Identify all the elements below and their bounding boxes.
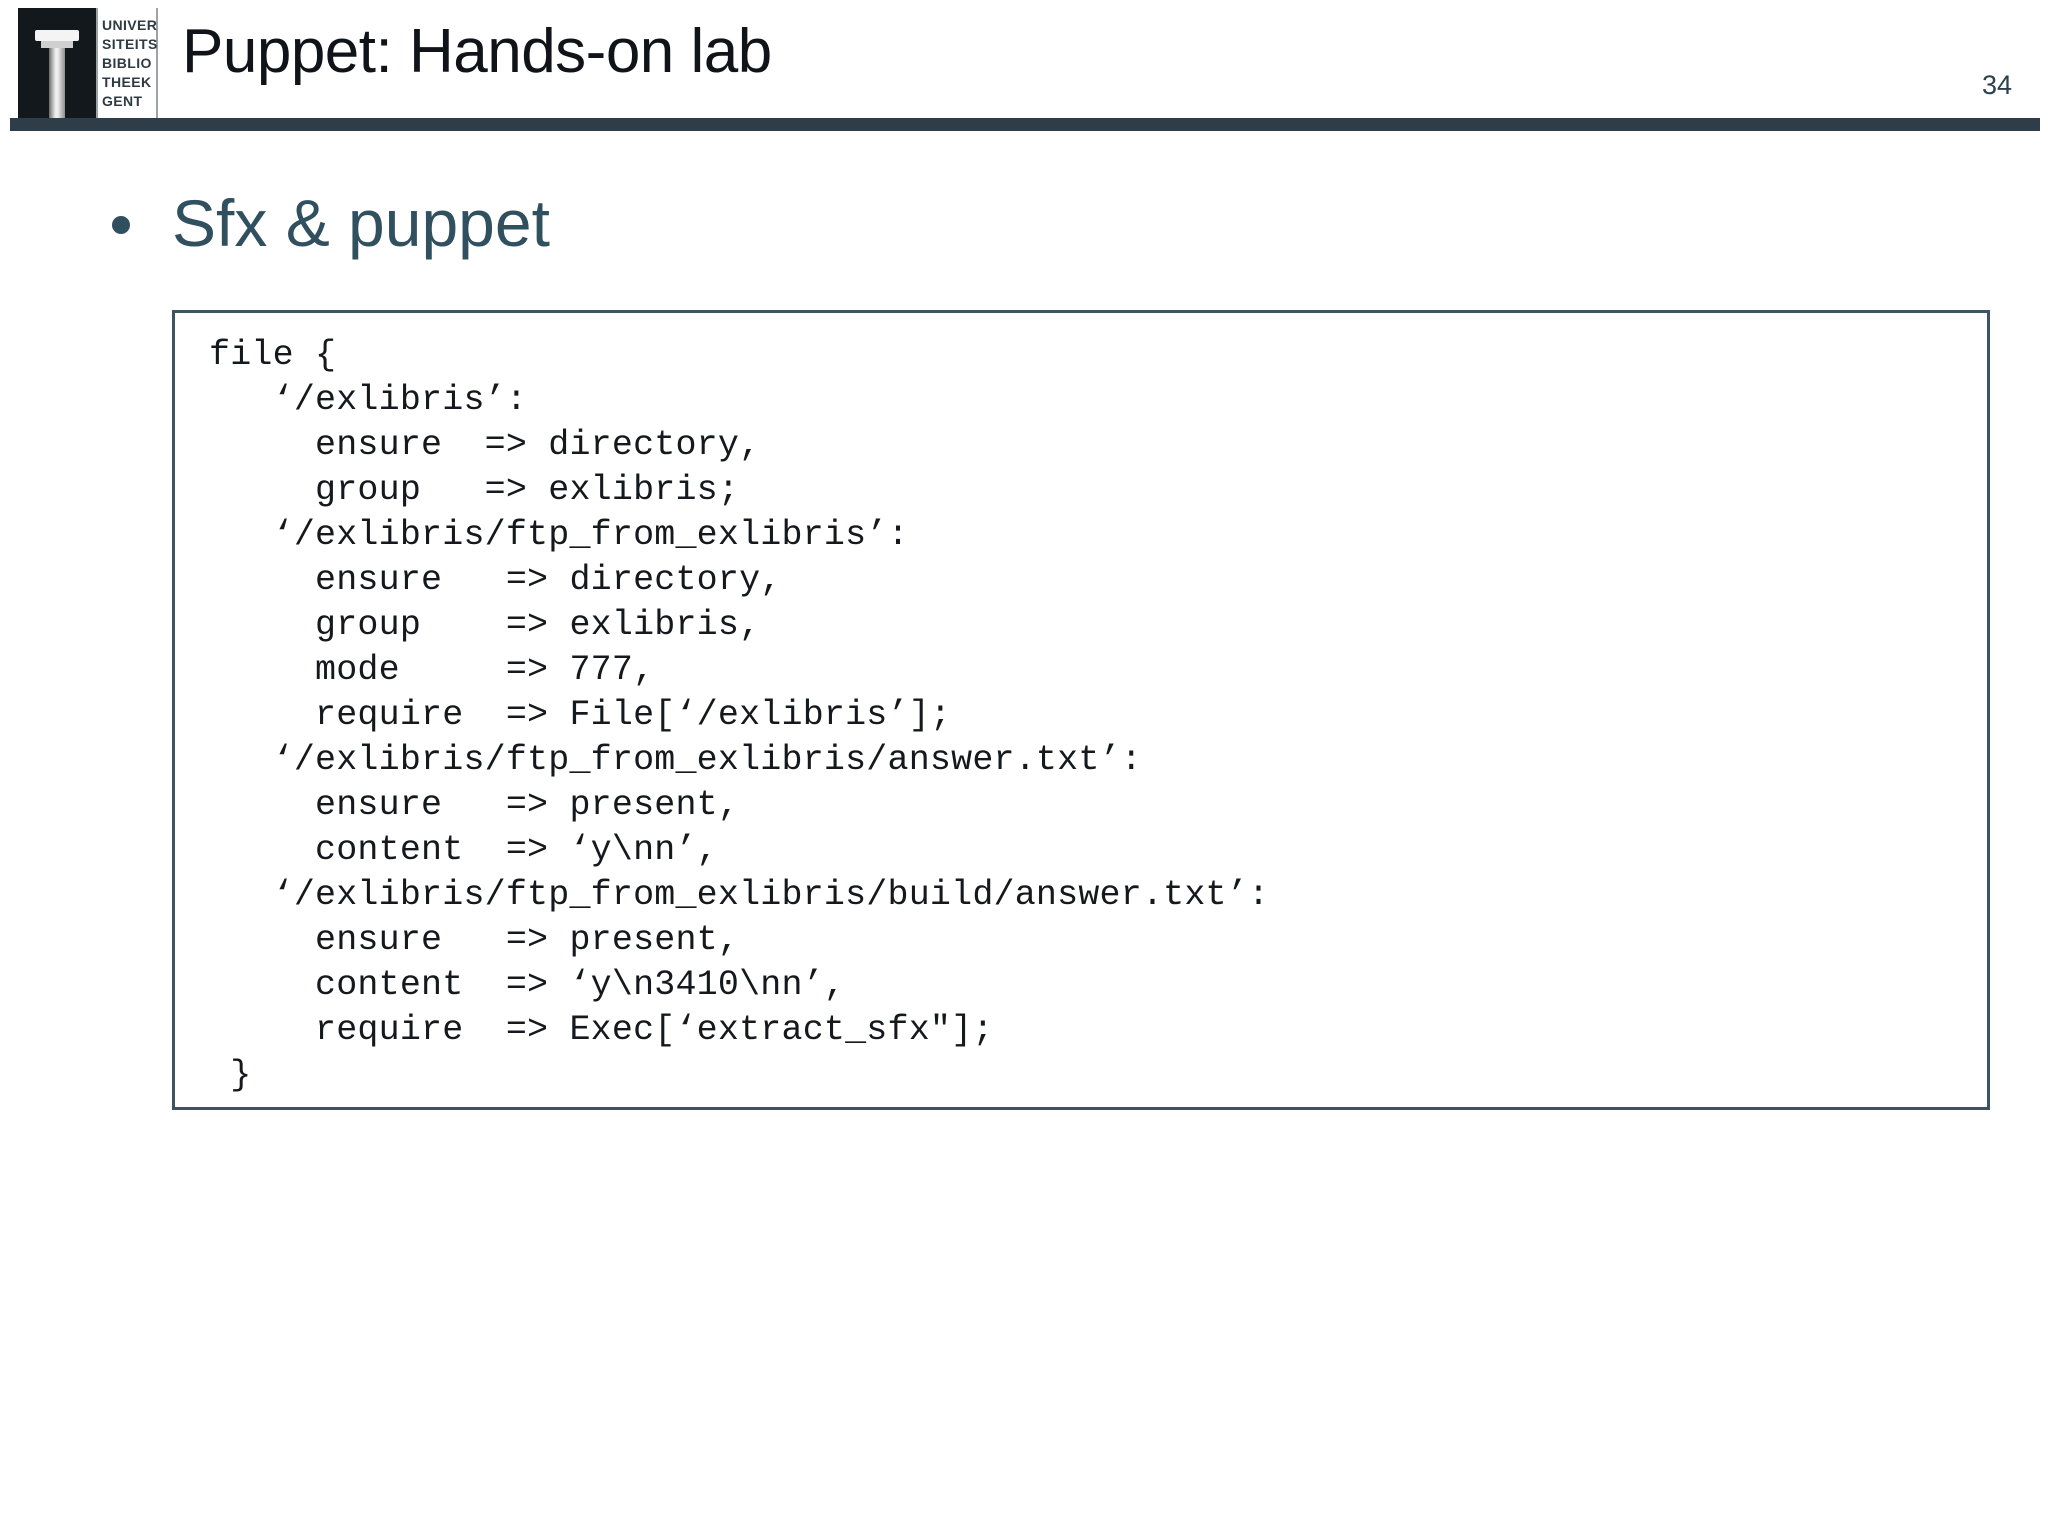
logo-word-5: GENT [102,92,143,109]
pillar-shaft [49,48,65,118]
header-divider [10,118,2040,131]
logo-word-4: THEEK [102,73,152,90]
puppet-code-listing: file { ‘/exlibris’: ensure => directory,… [209,335,1270,1095]
bullet-item-sfx-puppet: Sfx & puppet [112,190,550,256]
pillar-capital [35,30,79,41]
bullet-item-label: Sfx & puppet [172,186,550,260]
slide-header: UNIVER SITEITS BIBLIO THEEK GENT Puppet:… [0,0,2048,132]
pillar-icon [18,8,96,118]
code-block-container: file { ‘/exlibris’: ensure => directory,… [172,310,1990,1110]
logo-word-3: BIBLIO [102,54,152,71]
logo-wordmark: UNIVER SITEITS BIBLIO THEEK GENT [96,8,158,118]
pillar-capital-shadow [41,41,73,48]
bullet-point-icon [112,216,130,234]
university-library-logo: UNIVER SITEITS BIBLIO THEEK GENT [18,8,166,118]
slide-page-number: 34 [1981,70,2012,100]
slide-title: Puppet: Hands-on lab [182,17,772,86]
logo-word-1: UNIVER [102,16,158,33]
logo-word-2: SITEITS [102,35,158,52]
